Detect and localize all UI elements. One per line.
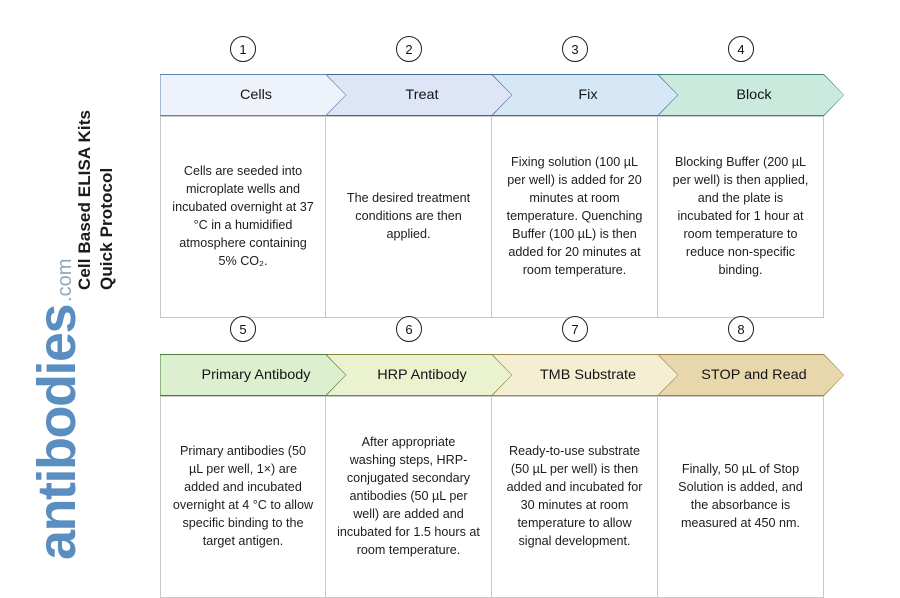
step-chevron-3[interactable]: Fix bbox=[492, 75, 677, 115]
step-description-text-2: The desired treatment conditions are the… bbox=[346, 191, 471, 241]
step-description-cell-6: After appropriate washing steps, HRP-con… bbox=[326, 396, 492, 598]
logo-wordmark: antibodies bbox=[27, 304, 87, 560]
step-chevron-5[interactable]: Primary Antibody bbox=[160, 355, 345, 395]
step-description-text-4: Blocking Buffer (200 µL per well) is the… bbox=[672, 155, 809, 277]
step-chevron-8[interactable]: STOP and Read bbox=[658, 355, 843, 395]
step-description-cell-7: Ready-to-use substrate (50 µL per well) … bbox=[492, 396, 658, 598]
step-descriptions-row-two: Primary antibodies (50 µL per well, 1×) … bbox=[160, 396, 844, 598]
step-description-cell-4: Blocking Buffer (200 µL per well) is the… bbox=[658, 116, 824, 318]
step-badge-6: 6 bbox=[396, 316, 422, 342]
chevron-strip-row-one: Cells Treat Fix Block bbox=[160, 74, 844, 116]
step-chevron-2[interactable]: Treat bbox=[326, 75, 511, 115]
step-badges-row-one: 1 2 3 4 bbox=[160, 36, 844, 74]
protocol-row-one: 1 2 3 4 Cells Treat Fix Block Cells are seeded… bbox=[160, 36, 844, 318]
step-descriptions-row-one: Cells are seeded into microplate wells a… bbox=[160, 116, 844, 318]
step-chevron-6[interactable]: HRP Antibody bbox=[326, 355, 511, 395]
step-description-cell-8: Finally, 50 µL of Stop Solution is added… bbox=[658, 396, 824, 598]
step-description-cell-2: The desired treatment conditions are the… bbox=[326, 116, 492, 318]
step-label-5: Primary Antibody bbox=[201, 367, 311, 383]
step-description-text-3: Fixing solution (100 µL per well) is add… bbox=[506, 155, 643, 277]
step-badge-4: 4 bbox=[728, 36, 754, 62]
step-label-7: TMB Substrate bbox=[539, 367, 637, 383]
step-label-1: Cells bbox=[239, 87, 273, 103]
chevron-strip-row-two: Primary Antibody HRP Antibody TMB Substrat… bbox=[160, 354, 844, 396]
page-title-line-2: Quick Protocol bbox=[97, 167, 116, 290]
step-badge-3: 3 bbox=[562, 36, 588, 62]
step-badge-5: 5 bbox=[230, 316, 256, 342]
step-label-3: Fix bbox=[578, 87, 598, 103]
step-badges-row-two: 5 6 7 8 bbox=[160, 316, 844, 354]
step-label-8: STOP and Read bbox=[701, 367, 807, 383]
step-description-text-7: Ready-to-use substrate (50 µL per well) … bbox=[506, 444, 643, 548]
step-description-cell-1: Cells are seeded into microplate wells a… bbox=[160, 116, 326, 318]
step-description-cell-5: Primary antibodies (50 µL per well, 1×) … bbox=[160, 396, 326, 598]
step-label-2: Treat bbox=[405, 87, 439, 103]
step-badge-2: 2 bbox=[396, 36, 422, 62]
step-chevron-7[interactable]: TMB Substrate bbox=[492, 355, 677, 395]
step-description-text-8: Finally, 50 µL of Stop Solution is added… bbox=[678, 462, 803, 530]
step-badge-8: 8 bbox=[728, 316, 754, 342]
step-description-cell-3: Fixing solution (100 µL per well) is add… bbox=[492, 116, 658, 318]
step-chevron-1[interactable]: Cells bbox=[160, 75, 345, 115]
logo-tld: .com bbox=[54, 258, 76, 302]
left-rail: Cell Based ELISA Kits Quick Protocol ant… bbox=[0, 0, 160, 594]
step-label-4: Block bbox=[736, 87, 772, 103]
step-badge-1: 1 bbox=[230, 36, 256, 62]
step-description-text-1: Cells are seeded into microplate wells a… bbox=[172, 164, 314, 268]
step-description-text-6: After appropriate washing steps, HRP-con… bbox=[337, 435, 480, 557]
protocol-row-two: 5 6 7 8 Primary Antibody HRP Antibody TMB Sub… bbox=[160, 316, 844, 598]
step-badge-7: 7 bbox=[562, 316, 588, 342]
step-description-text-5: Primary antibodies (50 µL per well, 1×) … bbox=[172, 444, 314, 548]
step-label-6: HRP Antibody bbox=[377, 367, 467, 383]
step-chevron-4[interactable]: Block bbox=[658, 75, 843, 115]
antibodies-logo: antibodies .com bbox=[27, 258, 87, 560]
